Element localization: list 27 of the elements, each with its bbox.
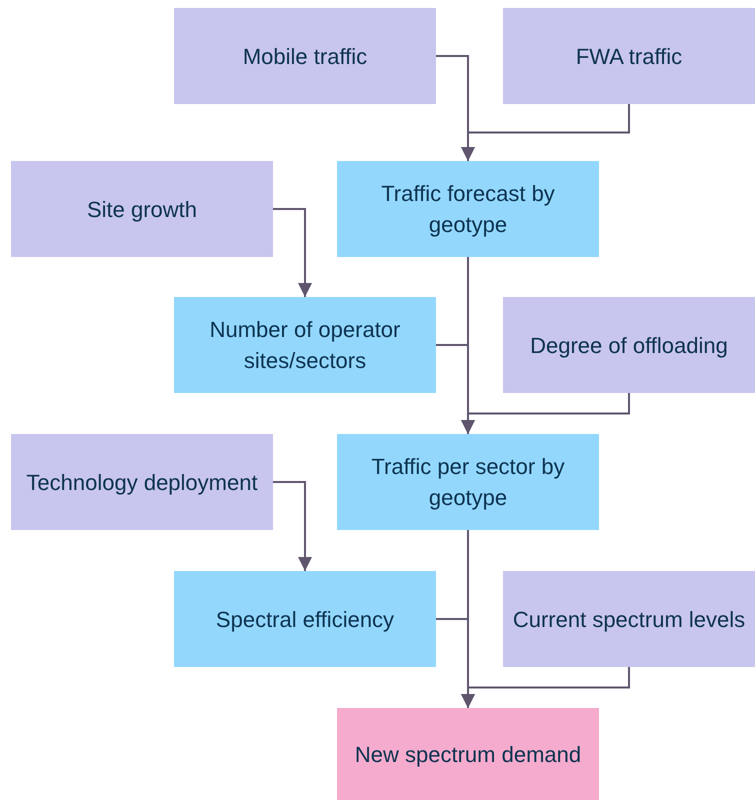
arrow: [461, 393, 630, 434]
box-label: Traffic per sector by geotype: [370, 453, 566, 512]
input-box: [174, 8, 436, 104]
process-box: [174, 297, 436, 393]
input-box: [503, 8, 755, 104]
arrow: [461, 667, 630, 708]
arrow: [273, 481, 312, 571]
process-box: [174, 571, 436, 667]
input-box: [11, 434, 273, 530]
box-label: Degree of offloading: [530, 332, 728, 360]
box-label: Traffic forecast by geotype: [380, 180, 556, 239]
box-label: New spectrum demand: [354, 740, 582, 769]
box-label: Technology deployment: [26, 468, 258, 497]
box-label: Current spectrum levels: [512, 606, 746, 634]
box-label: FWA traffic: [576, 42, 682, 70]
arrow: [273, 208, 312, 297]
process-box: [337, 161, 599, 257]
box-label: Spectral efficiency: [216, 606, 394, 634]
output-box: [337, 708, 599, 800]
arrow: [461, 104, 630, 161]
box-label: Number of operator sites/sectors: [208, 316, 402, 375]
box-label: Mobile traffic: [242, 42, 368, 70]
box-label: Site growth: [86, 196, 198, 224]
process-box: [337, 434, 599, 530]
input-box: [11, 161, 273, 257]
input-box: [503, 571, 755, 667]
input-box: [503, 297, 755, 393]
